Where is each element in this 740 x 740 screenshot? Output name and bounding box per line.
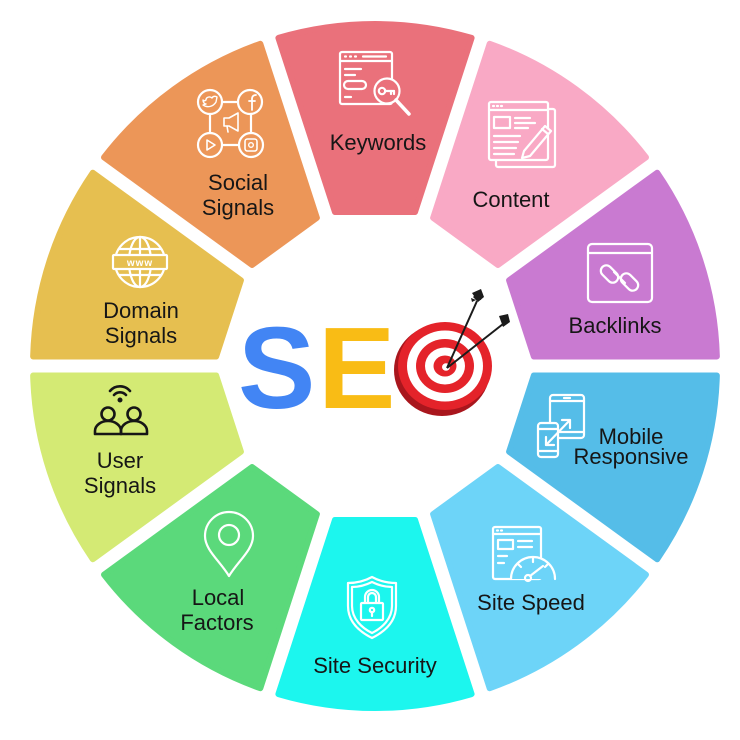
label-user-signals-line1: User [97, 448, 143, 473]
label-site-speed: Site Speed [477, 590, 585, 615]
globe-www-icon [111, 235, 169, 289]
arrow-icon [446, 289, 484, 369]
arrow-icon [446, 314, 510, 369]
seo-letter-e: E [318, 303, 395, 433]
label-mobile-responsive-line2: Responsive [574, 444, 689, 469]
label-social-signals-line2: Signals [202, 195, 274, 220]
label-local-factors-line1: Local [192, 585, 245, 610]
label-domain-signals-line1: Domain [103, 298, 179, 323]
bullseye-target-icon [394, 322, 492, 416]
label-domain-signals-line2: Signals [105, 323, 177, 348]
label-keywords: Keywords [330, 130, 427, 155]
seo-letter-s: S [238, 303, 315, 433]
label-social-signals-line1: Social [208, 170, 268, 195]
label-user-signals-line2: Signals [84, 473, 156, 498]
link-icon [586, 242, 654, 304]
label-mobile-responsive-line1: Mobile [599, 424, 664, 449]
responsive-devices-icon [536, 393, 586, 459]
speedometer-icon [491, 525, 557, 583]
label-site-security: Site Security [313, 653, 437, 678]
location-pin-icon [203, 510, 255, 578]
shield-lock-icon [346, 575, 398, 640]
globe-www-text: www [126, 258, 153, 269]
social-network-icon [196, 88, 265, 159]
users-wifi-icon [93, 385, 149, 436]
label-backlinks: Backlinks [569, 313, 662, 338]
keyword-search-icon [338, 50, 411, 116]
label-content: Content [472, 187, 549, 212]
label-local-factors-line2: Factors [180, 610, 253, 635]
content-edit-icon [487, 100, 557, 169]
